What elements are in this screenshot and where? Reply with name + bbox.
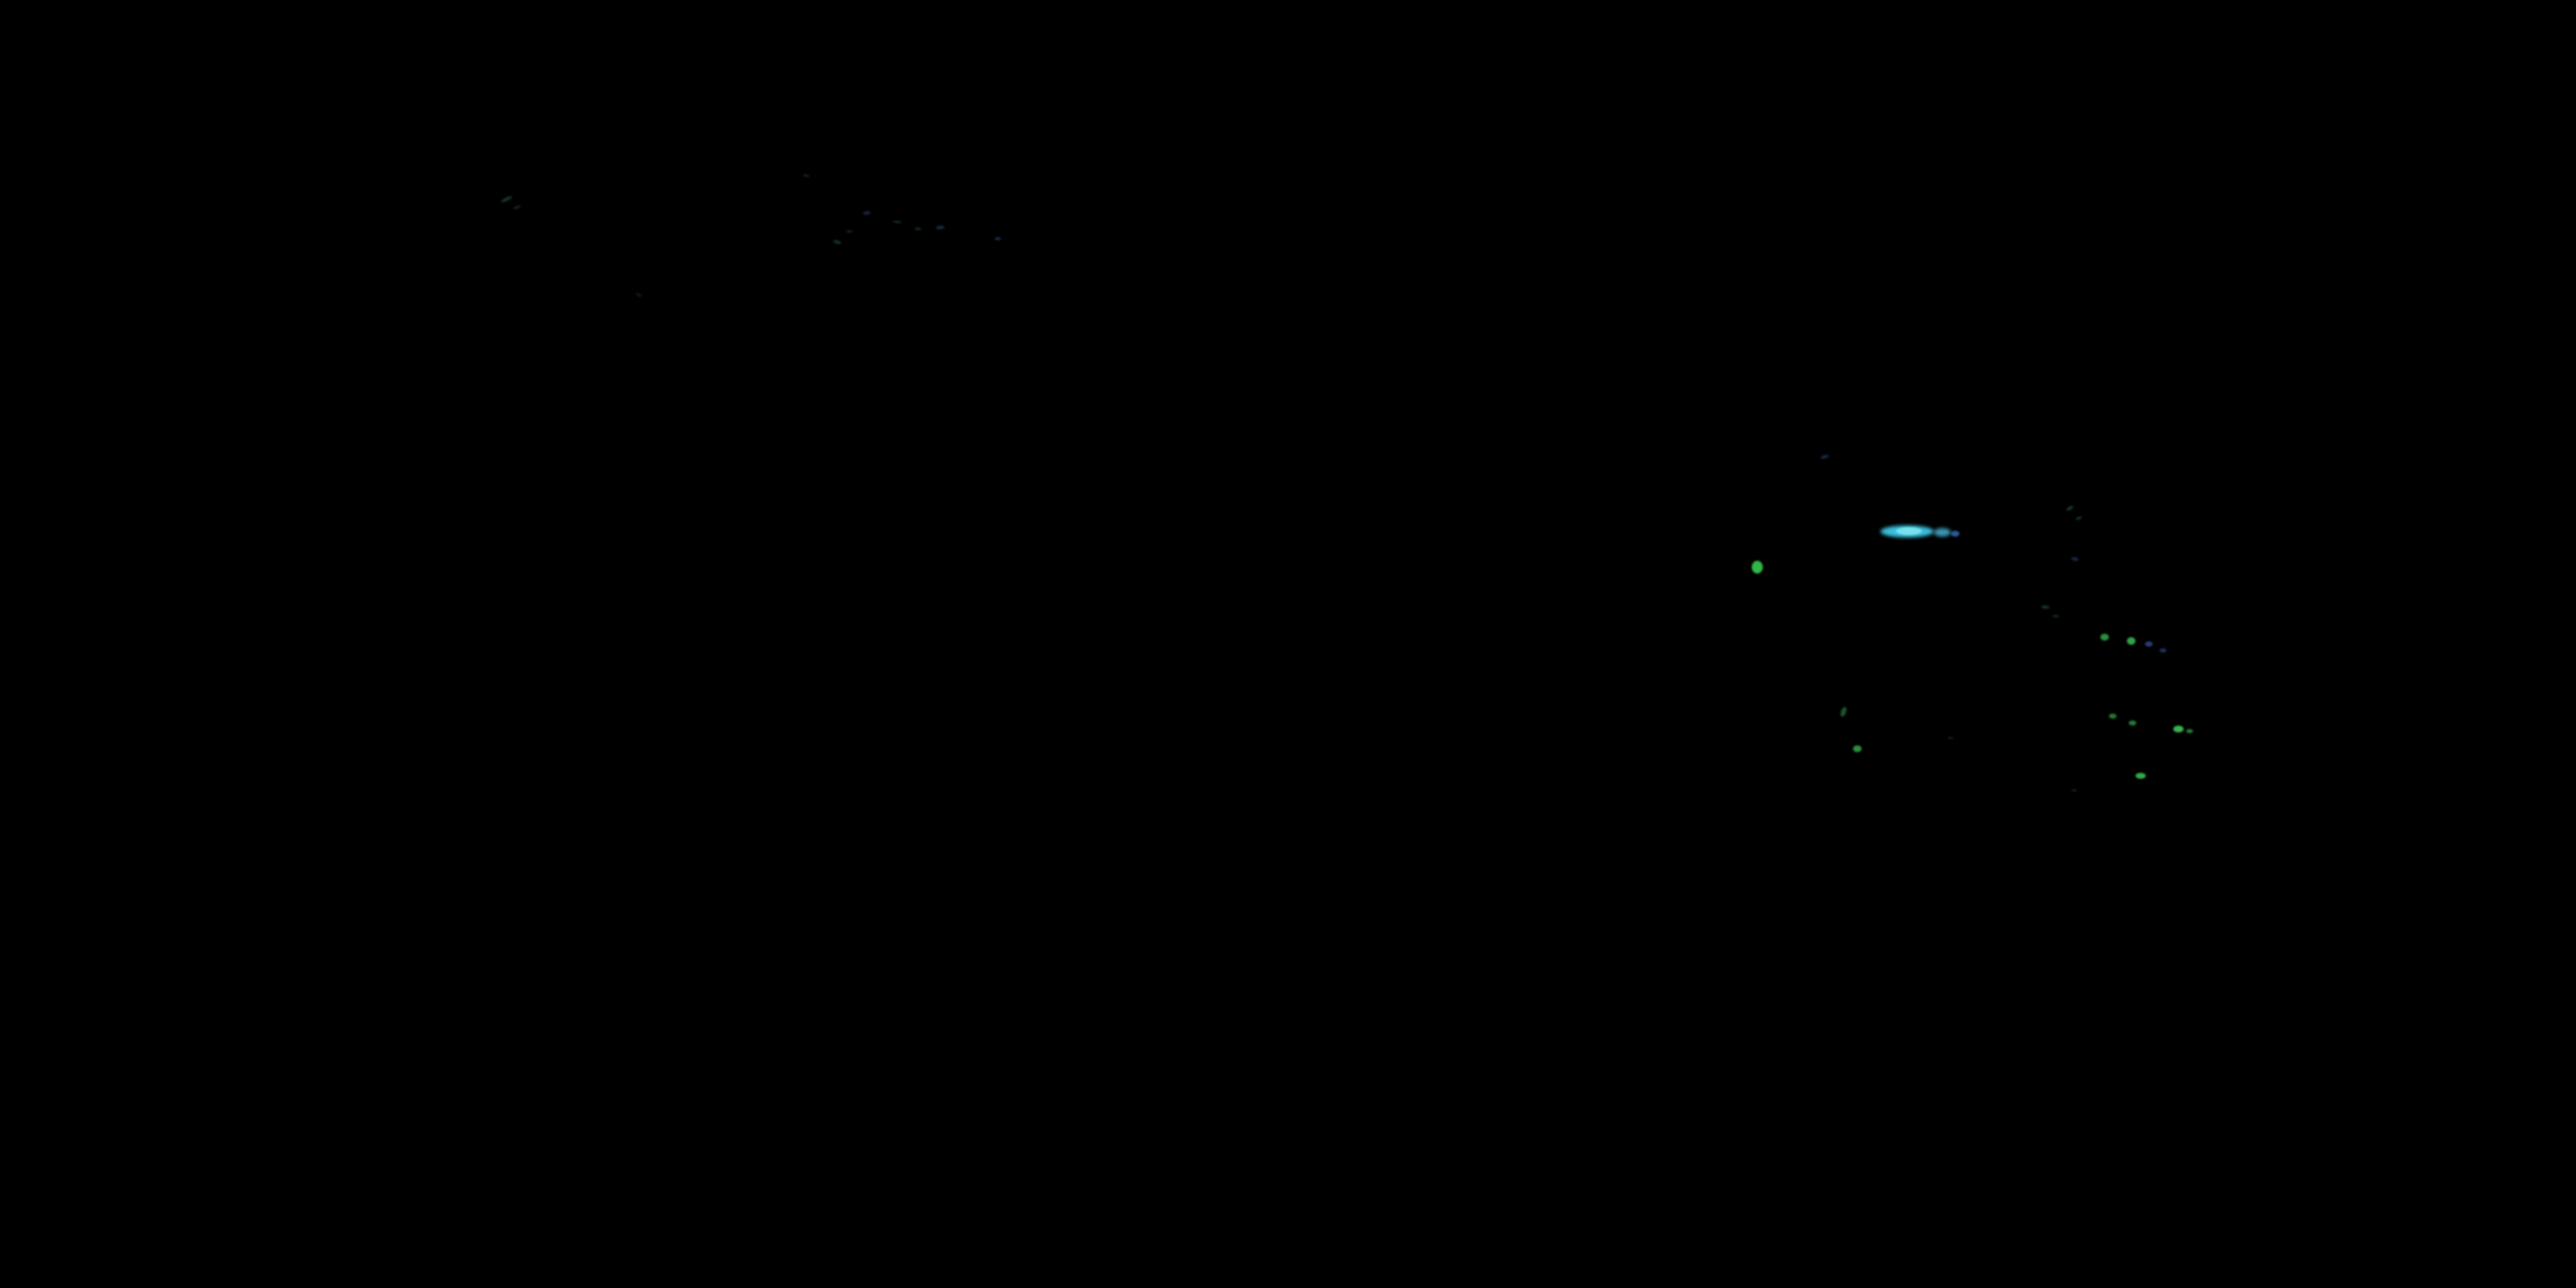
light-speck xyxy=(1880,526,1934,538)
light-speck xyxy=(2070,556,2080,562)
light-speck xyxy=(2040,605,2050,610)
light-speck xyxy=(2186,729,2193,733)
light-speck xyxy=(2145,641,2153,647)
light-speck xyxy=(892,220,902,224)
light-speck xyxy=(1934,528,1951,537)
light-speck xyxy=(1820,453,1830,460)
light-speck xyxy=(1752,561,1763,574)
light-speck xyxy=(935,225,945,230)
light-speck xyxy=(1951,531,1959,537)
light-speck xyxy=(1947,737,1953,739)
light-speck xyxy=(2136,773,2146,779)
light-speck xyxy=(862,210,872,216)
light-speck xyxy=(832,239,842,246)
light-speck xyxy=(994,237,1001,240)
light-speck xyxy=(635,292,643,298)
light-speck xyxy=(2075,515,2083,521)
light-speck xyxy=(2100,634,2109,641)
light-speck xyxy=(2052,615,2059,617)
light-speck xyxy=(802,173,811,178)
light-speck xyxy=(1896,527,1922,535)
light-speck xyxy=(846,230,853,233)
light-speck xyxy=(2065,505,2075,512)
light-speck xyxy=(2173,726,2184,732)
light-speck xyxy=(2127,637,2136,645)
light-speck xyxy=(2071,789,2077,792)
light-speck xyxy=(2129,720,2136,726)
light-speck xyxy=(2160,648,2166,653)
light-speck xyxy=(1839,706,1848,718)
light-speck xyxy=(1853,745,1862,752)
light-speck xyxy=(500,195,513,204)
light-speck xyxy=(2109,714,2117,719)
light-speck xyxy=(914,228,921,230)
light-speck xyxy=(512,204,522,210)
